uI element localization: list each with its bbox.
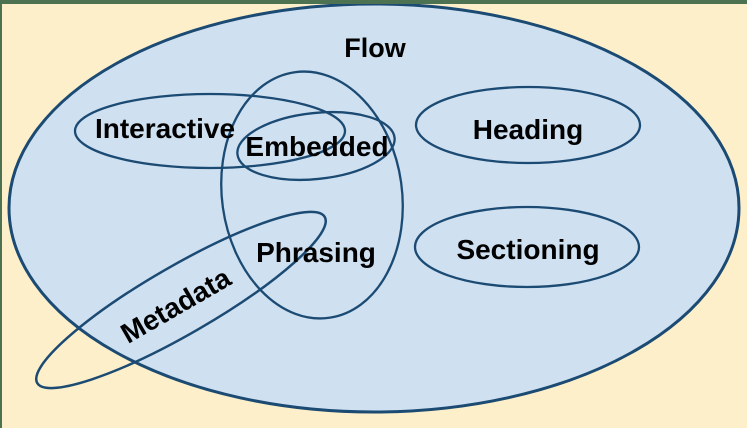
window-border-top (0, 0, 747, 4)
embedded-set-ellipse (236, 111, 396, 181)
phrasing-label: Phrasing (256, 237, 376, 268)
sectioning-label: Sectioning (456, 234, 599, 265)
interactive-label: Interactive (95, 113, 235, 144)
flow-set-ellipse (7, 2, 741, 414)
flow-label: Flow (344, 33, 406, 63)
embedded-label: Embedded (245, 131, 388, 162)
sectioning-set-ellipse (413, 205, 641, 289)
metadata-set-ellipse (34, 210, 328, 390)
interactive-set-ellipse (73, 92, 347, 170)
window-border-left (0, 0, 2, 428)
heading-set-ellipse (414, 85, 642, 165)
phrasing-set-ellipse (220, 70, 404, 320)
heading-label: Heading (473, 114, 583, 145)
